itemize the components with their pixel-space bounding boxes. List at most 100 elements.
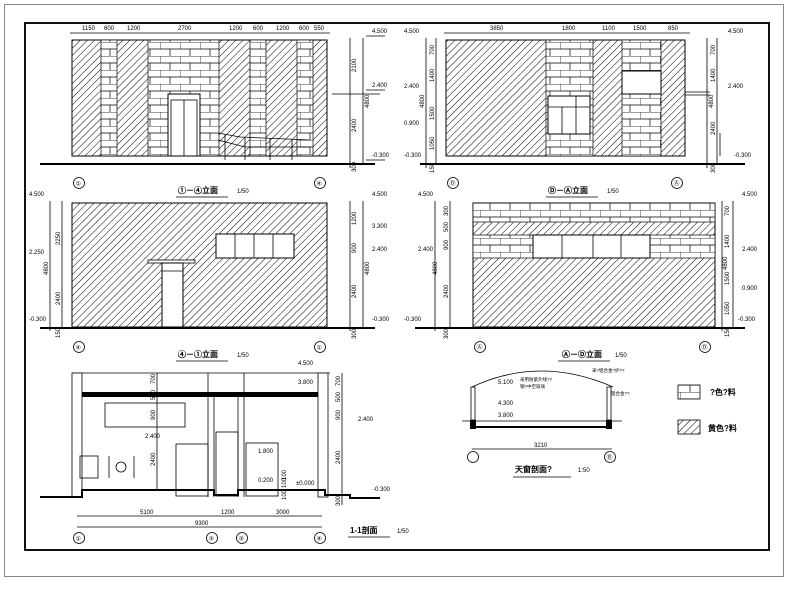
dim-text: 100: [282, 489, 288, 500]
dim-text: 100: [282, 469, 288, 480]
view-title: ①－④立面: [178, 185, 218, 195]
level-mark: 3.300: [372, 224, 388, 230]
dim-text: 1400: [430, 68, 436, 82]
dim-text: 1400: [725, 234, 731, 248]
view-title: Ⓓ－Ⓐ立面: [548, 185, 588, 195]
legend-label: ?色?料: [710, 387, 736, 397]
view-title: ④－①立面: [178, 349, 218, 359]
view-scale: 1/50: [607, 189, 619, 195]
dim-text: 2100: [352, 58, 358, 72]
level-mark: 4.500: [298, 361, 314, 367]
axis-marker: Ⓓ: [702, 344, 708, 352]
dim-text: 2400: [352, 118, 358, 132]
view-scale: 1:50: [578, 468, 590, 474]
note-text: 铝合金??: [611, 390, 630, 397]
view-scale: 1/50: [237, 353, 249, 359]
skylight-section: 5.100 4.300 3.800 采用防紫外线?? 钢?中空玻璃 采?铝合金?…: [462, 367, 630, 478]
level-mark: 2.250: [29, 250, 45, 256]
dim-text: 1200: [221, 510, 235, 516]
dim-text: 500: [151, 389, 157, 400]
drawing-frame: [24, 22, 770, 551]
section-1-1: 700 500 900 2400 2.400 1.800 0.200 ±0.00…: [40, 361, 409, 544]
dim-text: 600: [104, 26, 115, 32]
dim-text: 1200: [127, 26, 141, 32]
dim-text: 150: [430, 162, 436, 173]
level-mark: 2.400: [742, 247, 758, 253]
level-mark: 2.400: [404, 84, 420, 90]
elevation-4-1: 2250 2400 150 4800 4.500 2.250 -0.300 12…: [29, 192, 390, 362]
axis-marker: Ⓐ: [477, 344, 483, 352]
level-mark: 3.800: [498, 413, 514, 419]
dim-text: 4800: [365, 94, 371, 108]
level-mark: 5.100: [498, 380, 514, 386]
axis-marker: ①: [76, 536, 81, 543]
hatch-swatch-icon: [677, 419, 701, 435]
axis-marker: [467, 451, 479, 463]
dim-text: 2250: [56, 231, 62, 245]
level-mark: -0.300: [373, 487, 391, 493]
dim-text: 1200: [229, 26, 243, 32]
axis-marker: ③: [239, 536, 244, 543]
dim-text: 700: [336, 375, 342, 386]
level-mark: 2.400: [372, 83, 388, 89]
dim-text: 150: [725, 326, 731, 337]
level-mark: 2.400: [145, 434, 161, 440]
dim-text: 550: [314, 26, 325, 32]
level-mark: -0.300: [372, 153, 390, 159]
view-scale: 1/50: [397, 529, 409, 535]
axis-marker: Ⓐ: [674, 180, 680, 188]
level-mark: 0.200: [258, 478, 274, 484]
level-mark: 3.800: [298, 380, 314, 386]
dim-text: 4800: [44, 261, 50, 275]
level-mark: -0.300: [29, 317, 47, 323]
dim-text: 2700: [178, 26, 192, 32]
axis-marker: ①: [317, 345, 322, 352]
view-title: 1-1剖面: [350, 525, 378, 535]
level-mark: 0.900: [742, 286, 758, 292]
dim-text: 900: [151, 409, 157, 420]
level-mark: -0.300: [404, 153, 422, 159]
dim-text: 4800: [723, 256, 729, 270]
dim-text: 900: [352, 242, 358, 253]
dim-text: 300: [444, 205, 450, 216]
level-mark: -0.300: [372, 317, 390, 323]
axis-marker: ④: [317, 536, 322, 543]
level-mark: 4.500: [372, 29, 388, 35]
note-text: 采?铝合金?护??: [592, 367, 625, 374]
dim-text: 300: [444, 328, 450, 339]
dim-text: 1800: [562, 26, 576, 32]
dim-text: 700: [430, 44, 436, 55]
dim-text: 2400: [56, 291, 62, 305]
view-title: 天窗剖面?: [515, 464, 552, 474]
level-mark: 1.800: [258, 449, 274, 455]
dim-text: 9300: [195, 521, 209, 527]
dim-text: 1200: [276, 26, 290, 32]
dim-text: 3210: [534, 443, 548, 449]
level-mark: 4.500: [404, 29, 420, 35]
level-mark: 2.400: [372, 247, 388, 253]
level-mark: 2.400: [358, 417, 374, 423]
dim-text: 3850: [490, 26, 504, 32]
dim-text: 500: [444, 221, 450, 232]
dim-text: 150: [56, 327, 62, 338]
level-mark: ±0.000: [296, 481, 315, 487]
dim-text: 1150: [82, 26, 96, 32]
brick-swatch-icon: [677, 384, 701, 400]
level-mark: 2.400: [728, 84, 744, 90]
level-mark: 4.300: [498, 401, 514, 407]
note-text: 采用防紫外线??: [520, 376, 553, 383]
axis-marker: Ⓑ: [607, 454, 613, 462]
level-mark: 0.900: [404, 121, 420, 127]
view-title: Ⓐ－Ⓓ立面: [562, 349, 602, 359]
view-scale: 1/50: [615, 353, 627, 359]
axis-marker: Ⓓ: [450, 180, 456, 188]
dim-text: 700: [151, 373, 157, 384]
dim-text: 2400: [336, 450, 342, 464]
dim-text: 1400: [711, 68, 717, 82]
dim-text: 500: [336, 391, 342, 402]
level-mark: 2.400: [418, 247, 434, 253]
elevation-a-d: 300 500 900 2400 300 4800 4.500 2.400 -0…: [404, 192, 758, 362]
dim-text: 1050: [725, 301, 731, 315]
dim-text: 850: [668, 26, 679, 32]
